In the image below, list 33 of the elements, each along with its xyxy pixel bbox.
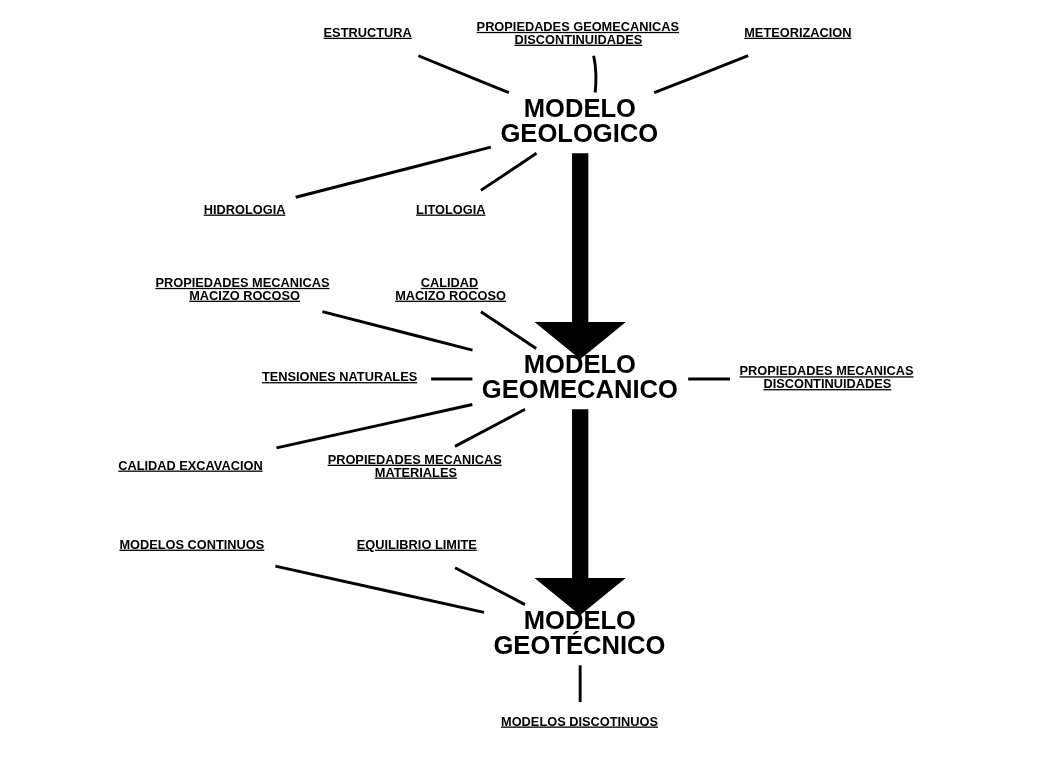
connector [592, 54, 598, 93]
node-text: METEORIZACION [744, 24, 852, 40]
node-text: TENSIONES NATURALES [261, 368, 418, 384]
node-text: PROPIEDADES GEOMECANICAS DISCONTINUIDADES [476, 18, 680, 47]
node-text: ESTRUCTURA [323, 24, 412, 40]
connector [417, 53, 510, 94]
node-text: EQUILIBRIO LIMITE [356, 536, 477, 552]
connector [454, 565, 526, 606]
connector [688, 377, 730, 380]
node-text: MODELO GEOTÉCNICO [493, 605, 666, 659]
connector [578, 664, 582, 702]
node-text: PROPIEDADES MECANICAS MATERIALES [327, 451, 502, 479]
connector [454, 407, 526, 448]
node-text: LITOLOGIA [416, 201, 486, 217]
node-text: MODELO GEOMECANICO [481, 349, 678, 403]
arrow [534, 408, 626, 615]
connector [431, 377, 473, 380]
node-text: HIDROLOGIA [203, 201, 286, 217]
connector [653, 53, 749, 94]
connector [480, 310, 537, 350]
connector [276, 402, 473, 449]
node-text: MODELOS DISCOTINUOS [501, 713, 658, 728]
connector [480, 151, 538, 192]
node-text: CALIDAD MACIZO ROCOSO [395, 274, 506, 303]
node-text: MODELOS CONTINUOS [119, 536, 265, 552]
arrow [534, 152, 626, 359]
node-text: CALIDAD EXCAVACION [118, 457, 263, 473]
connector [295, 145, 492, 199]
node-text: PROPIEDADES MECANICAS DISCONTINUIDADES [739, 362, 914, 391]
connector [275, 564, 485, 614]
node-text: PROPIEDADES MECANICAS MACIZO ROCOSO [155, 274, 330, 303]
connector [322, 309, 473, 352]
node-text: MODELO GEOLOGICO [500, 93, 659, 147]
